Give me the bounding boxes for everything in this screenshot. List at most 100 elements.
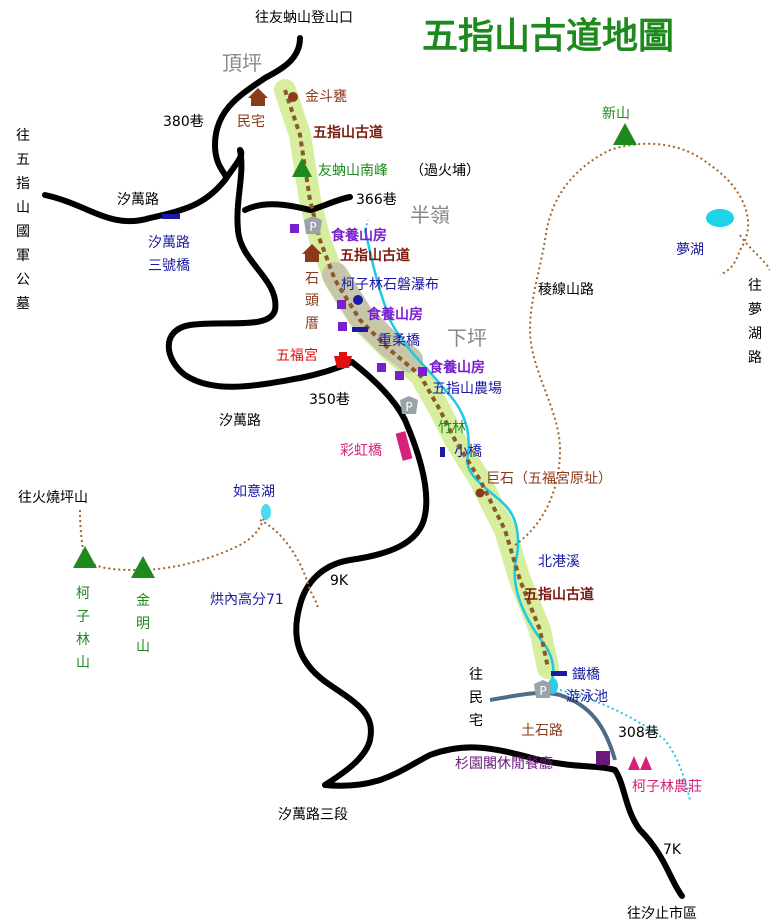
jindouweng-marker-icon xyxy=(288,92,298,102)
label-cemetery-3: 指 xyxy=(16,176,30,192)
food-hut-2b-icon xyxy=(338,322,347,331)
label-minzhai: 民宅 xyxy=(237,114,265,130)
food-hut-2a-icon xyxy=(337,300,346,309)
label-kezilin-falls: 柯子林石磐瀑布 xyxy=(341,277,439,293)
river-branch-dotted xyxy=(559,689,691,801)
label-bamboo: 竹林 xyxy=(438,420,466,436)
road-350 xyxy=(293,359,430,788)
label-cemetery-8: 墓 xyxy=(16,296,30,312)
label-youna-south-peak: 友蚋山南峰 xyxy=(318,163,388,179)
label-rainbow-bridge: 彩虹橋 xyxy=(340,443,382,459)
label-jinming-mt-2: 明 xyxy=(136,616,150,632)
label-xiwan-road-3: 汐萬路三段 xyxy=(278,807,348,823)
label-xiwan-road-1: 汐萬路 xyxy=(219,413,261,429)
chongrou-bridge-icon xyxy=(352,327,368,332)
label-lane380: 380巷 xyxy=(163,114,204,130)
shitou-cuo-house-icon xyxy=(302,244,322,262)
kezilin-peak-icon xyxy=(73,546,97,568)
minzhai-house-icon xyxy=(248,88,268,106)
shanyuan-restaurant-icon xyxy=(596,751,610,765)
label-iron-bridge: 鐵橋 xyxy=(572,666,600,683)
label-beigang-creek: 北港溪 xyxy=(538,554,580,570)
jinming-peak-icon xyxy=(131,556,155,578)
parking-2-icon: P xyxy=(400,396,418,414)
label-menghu-road-3: 湖 xyxy=(748,326,762,342)
road-366 xyxy=(242,194,353,213)
ridge-path-lake xyxy=(739,234,770,271)
food-hut-3b-icon xyxy=(395,371,404,380)
label-lane308: 308巷 xyxy=(618,725,659,741)
giant-rock-marker-icon xyxy=(475,488,485,498)
label-xiwan-bridge3-b: 三號橋 xyxy=(148,258,190,274)
label-shanyuan: 杉園閣休閒餐廳 xyxy=(455,755,553,772)
label-top-trailhead: 往友蚋山登山口 xyxy=(255,10,353,26)
road-380 xyxy=(212,75,268,183)
bridge-markers xyxy=(162,214,567,676)
label-menghu-road-1: 往 xyxy=(748,278,762,294)
ruyi-lake xyxy=(261,504,271,520)
label-to-xizhi: 往汐止市區 xyxy=(627,905,697,922)
youna-south-peak-icon xyxy=(292,158,312,177)
road-bottom xyxy=(322,744,685,899)
xiwan-bridge3-icon xyxy=(162,214,180,219)
label-shitou-2: 頭 xyxy=(305,293,319,309)
xinshan-peak-icon xyxy=(613,123,637,145)
label-cemetery-5: 國 xyxy=(16,224,30,240)
label-wuzhi-trail-1: 五指山古道 xyxy=(313,124,383,141)
label-food-hut-1: 食養山房 xyxy=(331,227,387,244)
label-giant-rock: 巨石（五福宮原址） xyxy=(486,471,612,487)
iron-bridge-icon xyxy=(551,671,567,676)
food-hut-markers xyxy=(290,224,427,380)
food-hut-1-icon xyxy=(290,224,299,233)
west-path xyxy=(84,511,267,572)
label-cemetery-2: 五 xyxy=(16,152,30,168)
dirt-road xyxy=(489,690,617,761)
label-9k: 9K xyxy=(330,573,349,589)
road-main-loop xyxy=(165,147,355,390)
label-lane350: 350巷 xyxy=(309,392,350,408)
roads xyxy=(42,35,685,899)
label-kezilin-mt-4: 山 xyxy=(76,655,90,671)
kezilin-farm-icon xyxy=(628,756,652,770)
label-dingping: 頂坪 xyxy=(222,51,262,75)
label-swimming-pool: 游泳池 xyxy=(566,689,608,705)
label-shitou-3: 厝 xyxy=(305,316,319,332)
label-ridge-road: 稜線山路 xyxy=(538,282,594,298)
label-shitou-1: 石 xyxy=(305,271,319,287)
label-cemetery-7: 公 xyxy=(16,272,30,288)
label-kezilin-mt-2: 子 xyxy=(76,609,90,625)
label-xinshan: 新山 xyxy=(602,106,630,122)
label-food-hut-3: 食養山房 xyxy=(429,359,485,376)
parking-1-icon: P xyxy=(304,216,322,234)
food-hut-3a-icon xyxy=(377,363,386,372)
label-cemetery-4: 山 xyxy=(16,200,30,216)
label-kezilin-mt-3: 林 xyxy=(76,632,90,648)
river-branch-upper xyxy=(364,219,369,231)
label-kezilin-mt-1: 柯 xyxy=(76,586,90,602)
label-dirt-road: 土石路 xyxy=(521,723,563,739)
label-cemetery-6: 軍 xyxy=(16,248,30,264)
label-to-res-2: 民 xyxy=(469,690,483,706)
label-jinming-mt-1: 金 xyxy=(136,593,150,609)
label-hongnei: 烘內高分71 xyxy=(210,591,284,608)
label-food-hut-2: 食養山房 xyxy=(367,306,423,323)
label-youna-note: （過火埔） xyxy=(410,163,480,179)
label-to-res-3: 宅 xyxy=(469,713,483,729)
label-wuzhi-farm: 五指山農場 xyxy=(432,381,502,397)
label-chongrou-bridge: 重柔橋 xyxy=(378,333,420,349)
beigang-river xyxy=(363,229,555,686)
label-menghu-road-4: 路 xyxy=(748,350,762,366)
parking-3-icon: P xyxy=(534,680,552,698)
menghu-lake xyxy=(706,209,734,227)
label-menghu-road-2: 夢 xyxy=(748,302,762,318)
parking-2-label: P xyxy=(405,400,412,414)
label-banling: 半嶺 xyxy=(410,203,450,227)
trail-highlight-gray xyxy=(322,262,423,373)
parking-3-label: P xyxy=(539,684,546,698)
kezilin-falls-marker-icon xyxy=(353,295,363,305)
road-xiwan-west xyxy=(42,147,245,225)
label-wufu-temple: 五福宮 xyxy=(276,348,318,364)
label-menghu: 夢湖 xyxy=(676,242,704,258)
label-xiwan-bridge3-a: 汐萬路 xyxy=(148,235,190,251)
